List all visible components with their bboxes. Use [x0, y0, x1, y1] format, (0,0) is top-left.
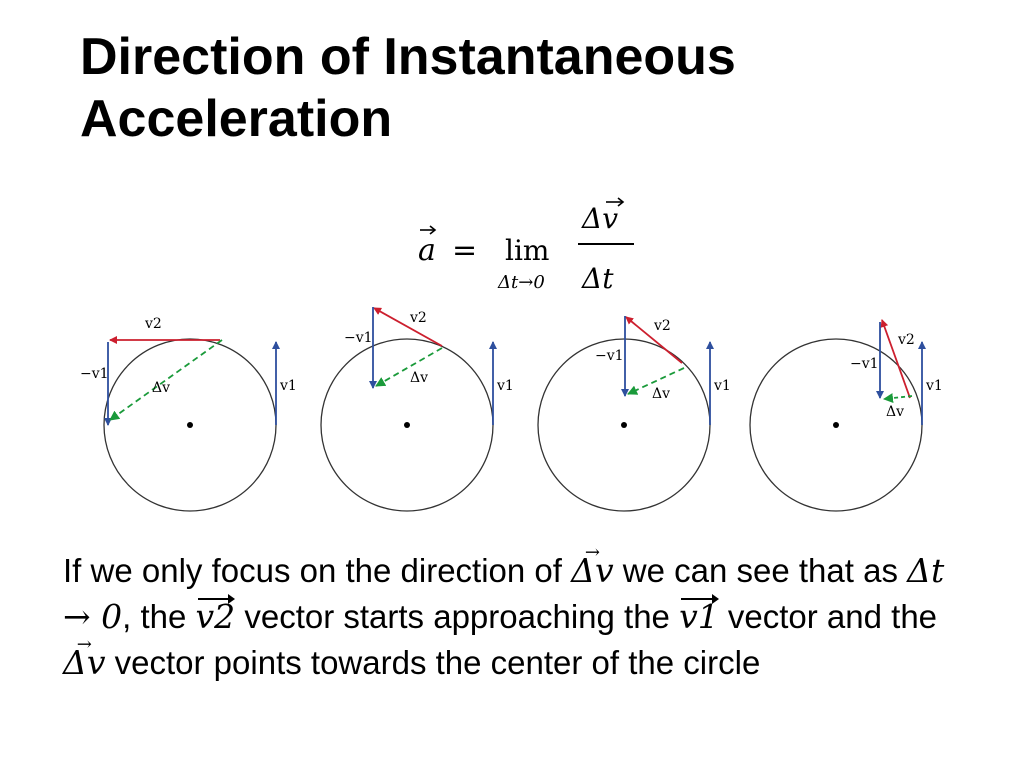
v1-label: v1	[496, 378, 514, 394]
delta-v-term: Δv	[63, 622, 106, 686]
v2-arrow	[880, 319, 911, 399]
neg-v1-label: −v1	[850, 356, 879, 372]
center-dot	[404, 422, 410, 428]
formula-denominator: Δt	[581, 262, 614, 295]
vector-arrow-icon	[420, 225, 437, 235]
delta-v-arrow	[627, 367, 685, 395]
acceleration-formula: a = lim Δt→0 Δv Δt	[418, 197, 634, 295]
v2-label: v2	[144, 316, 162, 332]
delta-v-label: Δv	[152, 380, 170, 396]
formula-limit-sub: Δt→0	[497, 272, 545, 293]
diagram-panel-2: v1 v2 −v1 Δv	[320, 307, 514, 512]
slide-title: Direction of Instantaneous Acceleration	[80, 28, 736, 149]
formula-numerator: Δv	[581, 202, 618, 235]
delta-v-term: Δv	[571, 530, 614, 594]
formula-lhs: a	[418, 233, 436, 268]
center-dot	[621, 422, 627, 428]
v2-label: v2	[897, 332, 915, 348]
v1-label: v1	[713, 378, 731, 394]
formula-equals: =	[452, 233, 477, 268]
v2-arrow	[373, 307, 443, 347]
formula-lim: lim	[505, 234, 549, 267]
delta-v-arrow	[375, 347, 443, 387]
diagram-panel-3: v1 v2 −v1 Δv	[537, 316, 731, 512]
delta-v-label: Δv	[410, 370, 428, 386]
delta-v-label: Δv	[886, 404, 904, 420]
v2-label: v2	[409, 310, 427, 326]
center-dot	[833, 422, 839, 428]
neg-v1-label: −v1	[344, 330, 373, 346]
explanation-text: If we only focus on the direction of Δv …	[63, 530, 963, 686]
delta-v-arrow	[109, 339, 223, 421]
v2-label: v2	[653, 318, 671, 334]
v1-label: v1	[925, 378, 943, 394]
diagram-panel-1: v1 v2 −v1 Δv	[80, 316, 297, 512]
v1-vector-term: v1	[679, 594, 719, 640]
delta-v-label: Δv	[652, 386, 670, 402]
neg-v1-label: −v1	[595, 348, 624, 364]
v2-arrow	[625, 316, 683, 364]
vector-arrow-icon	[606, 197, 625, 207]
v1-label: v1	[279, 378, 297, 394]
diagram-panel-4: v1 v2 −v1 Δv	[749, 319, 943, 512]
circular-motion-diagram: v1 v2 −v1 Δv v1 v2 −v1 Δv v1 v2 −v1 Δv	[80, 307, 943, 512]
neg-v1-label: −v1	[80, 366, 109, 382]
v2-vector-term: v2	[196, 594, 235, 640]
delta-v-arrow	[883, 393, 913, 404]
center-dot	[187, 422, 193, 428]
